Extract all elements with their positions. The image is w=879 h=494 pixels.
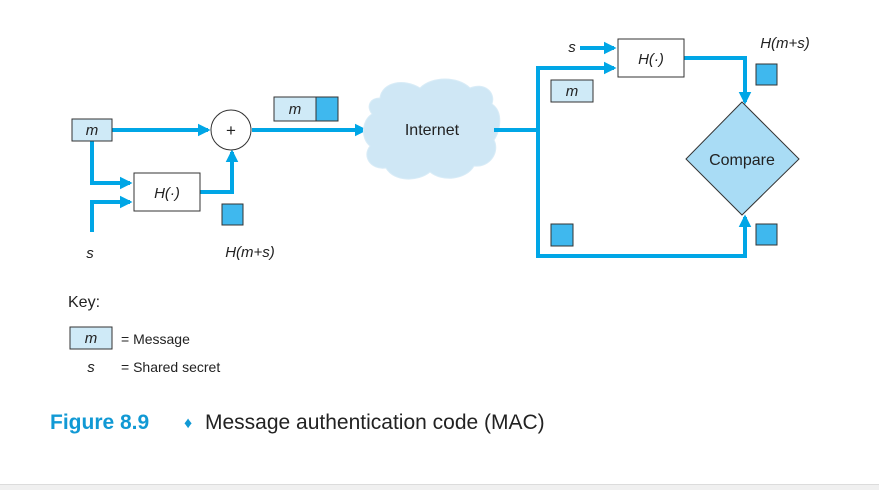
arrow-hash-to-compare [684, 56, 752, 105]
bottom-divider [0, 484, 879, 490]
internet-label: Internet [405, 122, 460, 139]
receiver-hash-box [617, 38, 685, 78]
arrow-split-to-hash [536, 61, 617, 130]
internet-cloud [363, 78, 501, 180]
figure-number: Figure 8.9 [50, 411, 149, 434]
receiver-hash-label: H(·) [638, 51, 664, 68]
compare-label: Compare [709, 152, 775, 169]
sender-message-box [71, 118, 113, 142]
receiver-computed-mac-square [755, 63, 778, 86]
caption-bullet: ♦ [184, 415, 192, 432]
receiver-message-label: m [566, 83, 579, 100]
compare-diamond [685, 101, 800, 216]
transit-mac-square [315, 96, 339, 122]
concatenate-operator [210, 109, 252, 151]
sender-hash-label: H(·) [154, 185, 180, 202]
key-message-symbol: m [85, 330, 98, 347]
sender-message-label: m [86, 122, 99, 139]
arrow-split-to-compare [536, 130, 752, 258]
arrow-s-to-hash [90, 195, 133, 232]
arrow-hash-to-plus [200, 149, 239, 194]
receiver-section: s H(·) H(m+s) m Compare [494, 35, 810, 258]
figure-caption: Figure 8.9 ♦ Message authentication code… [50, 411, 545, 434]
caption-text: Message authentication code (MAC) [205, 411, 545, 434]
sender-secret-label: s [86, 245, 94, 262]
sender-hash-box [133, 172, 201, 212]
key-secret-desc: = Shared secret [121, 359, 220, 375]
transit-message-box [273, 96, 317, 122]
sender-mac-label: H(m+s) [225, 244, 275, 261]
arrow-m-to-hash [90, 140, 133, 190]
key-message-desc: = Message [121, 331, 190, 347]
receiver-received-mac-square [550, 223, 574, 247]
key-title: Key: [68, 294, 100, 311]
receiver-message-box [550, 79, 594, 103]
sender-section: m s H(·) + H(m+s) [71, 109, 368, 262]
receiver-secret-label: s [568, 39, 576, 56]
receiver-mac-label: H(m+s) [760, 35, 810, 52]
key-message-box [69, 326, 113, 350]
transit-section: m Internet [273, 78, 501, 180]
receiver-compare-mac-square [755, 223, 778, 246]
sender-mac-square [221, 203, 244, 226]
legend: Key: m = Message s = Shared secret [68, 294, 220, 376]
plus-symbol: + [226, 121, 236, 140]
transit-message-label: m [289, 101, 302, 118]
key-secret-symbol: s [87, 359, 95, 376]
